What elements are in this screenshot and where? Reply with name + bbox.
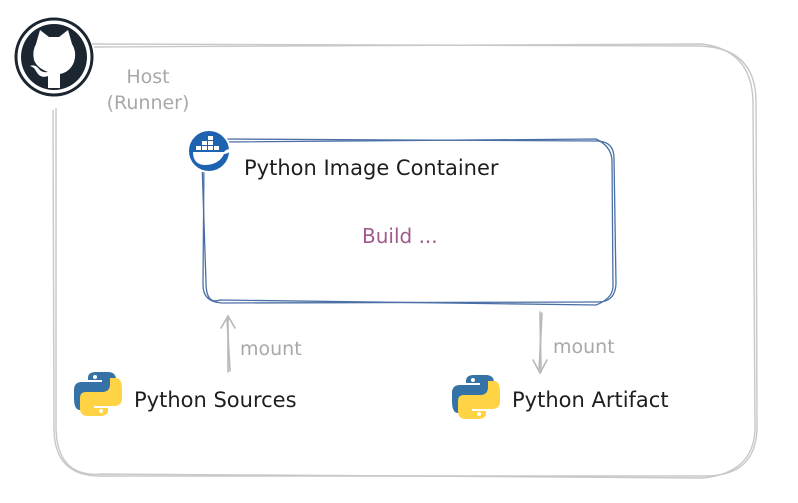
container-box — [201, 138, 617, 306]
mount-arrow-right — [532, 311, 548, 375]
mount-label-left: mount — [240, 338, 302, 360]
host-label: Host (Runner) — [98, 64, 198, 116]
python-icon-sources — [74, 372, 122, 416]
python-artifact-label: Python Artifact — [512, 388, 669, 412]
mount-label-right: mount — [553, 336, 615, 358]
python-sources-label: Python Sources — [134, 388, 297, 412]
docker-icon — [187, 129, 231, 173]
host-label-line2: (Runner) — [106, 92, 190, 114]
container-title: Python Image Container — [244, 156, 499, 180]
container-build-text: Build ... — [362, 224, 438, 248]
host-label-line1: Host — [126, 66, 170, 88]
mount-arrow-left — [220, 314, 236, 373]
host-box — [52, 43, 758, 479]
python-icon-artifact — [452, 375, 500, 419]
github-icon — [14, 17, 94, 97]
